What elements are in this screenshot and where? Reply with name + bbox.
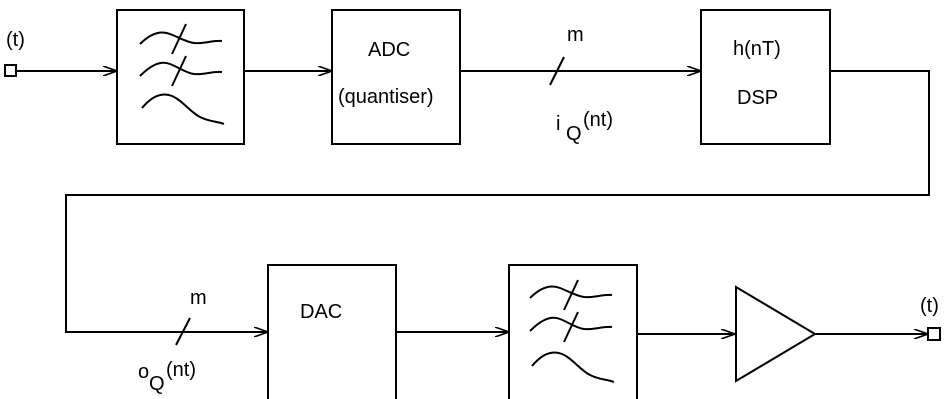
bus-signal-label: i Q (nt) [556,109,613,145]
filter-curve-3 [141,93,225,125]
filter-cut-4 [563,279,579,311]
filter-curve-1 [139,31,223,45]
adc-label: ADC [368,39,410,61]
amplifier-triangle [735,285,817,383]
filter-cut-5 [563,311,579,343]
svg-text:i: i [556,113,560,135]
dsp-label: DSP [737,87,778,109]
anti-alias-filter-block [116,9,245,145]
input-label: (t) [6,29,25,51]
bus-slash [549,56,565,86]
adc-sublabel: (quantiser) [338,86,434,108]
svg-text:Q: Q [566,123,582,145]
output-port [927,327,941,341]
dac-input-signal-label: o Q (nt) [138,359,196,395]
filter-cut-2 [171,55,187,87]
filter-curve-2 [139,61,223,77]
dsp-block: h(nT) DSP [700,9,831,145]
svg-text:(nt): (nt) [583,109,613,131]
adc-block: ADC (quantiser) [331,9,461,145]
output-label: (t) [920,295,939,317]
bus-width-label: m [567,24,584,46]
svg-text:Q: Q [149,373,165,395]
dac-block: DAC [267,264,397,399]
dac-label: DAC [300,301,342,323]
bus-slash-2 [175,317,191,346]
svg-text:o: o [138,361,149,383]
dsp-to-dac-wire [65,70,930,332]
filter-cut-1 [171,23,187,55]
input-port [4,64,17,77]
reconstruction-filter-block [508,264,638,399]
svg-text:(nt): (nt) [166,359,196,381]
dsp-transfer-label: h(nT) [733,38,781,60]
filter-curve-6 [531,351,615,383]
bus-width-label-2: m [190,287,207,309]
